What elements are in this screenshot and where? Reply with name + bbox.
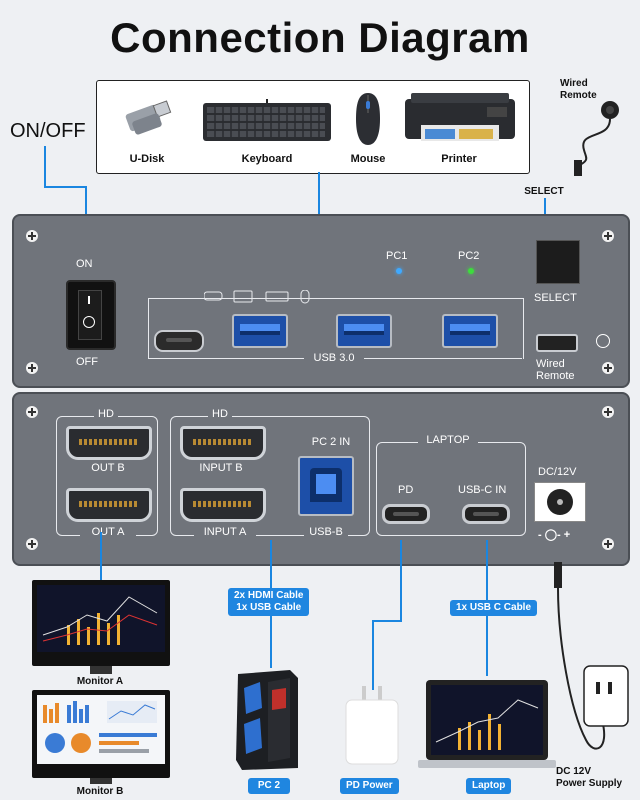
pc2-in-label: PC 2 IN	[302, 436, 360, 448]
screw-icon	[602, 538, 614, 550]
peripherals-box: U-Disk Keyboard	[96, 80, 530, 174]
screw-icon	[602, 362, 614, 374]
monitor-a-label: Monitor A	[76, 676, 124, 687]
pd-port[interactable]	[382, 504, 430, 524]
u-disk-label: U-Disk	[129, 153, 165, 165]
usb-b-port[interactable]	[298, 456, 354, 516]
printer-icon	[401, 89, 519, 149]
monitor-b-label: Monitor B	[76, 786, 124, 797]
hdmi-input-b[interactable]	[180, 426, 266, 460]
usb-port-2[interactable]	[336, 314, 392, 348]
hd-label-out: HD	[94, 408, 118, 420]
screw-icon	[26, 538, 38, 550]
pc2-led	[468, 268, 474, 274]
mouse-icon	[353, 91, 383, 147]
monitor-a-icon	[32, 580, 170, 674]
u-disk-icon	[119, 91, 179, 141]
wired-remote-label: Wired Remote	[536, 358, 575, 382]
keyboard-label: Keyboard	[241, 153, 293, 165]
usb-b-label: USB-B	[304, 526, 348, 538]
pc-tower-icon	[232, 668, 302, 772]
hdmi-out-b[interactable]	[66, 426, 152, 460]
page-title: Connection Diagram	[110, 14, 530, 61]
select-top-label: SELECT	[524, 186, 564, 197]
select-label: SELECT	[534, 292, 577, 304]
dc-label: DC/12V	[538, 466, 577, 478]
screw-icon	[602, 230, 614, 242]
wired-remote-port[interactable]	[536, 334, 578, 352]
usbc-in-label: USB-C IN	[458, 484, 507, 496]
front-panel: ON OFF PC1 PC2 USB 3.0 SELECT Wired Remo…	[12, 214, 630, 388]
wired-remote-top-label: Wired Remote	[560, 78, 597, 101]
screw-icon	[26, 406, 38, 418]
out-b-label: OUT B	[91, 462, 125, 474]
mouse-label: Mouse	[350, 153, 386, 165]
power-off-label: OFF	[76, 356, 98, 368]
power-supply-icon	[550, 560, 630, 770]
remote-jack-icon	[596, 334, 610, 348]
keyboard-icon	[203, 99, 331, 143]
laptop-label: LAPTOP	[418, 434, 478, 446]
usb-label: USB 3.0	[304, 352, 364, 364]
screw-icon	[26, 230, 38, 242]
pd-power-adapter-icon	[344, 686, 400, 766]
power-supply-label: DC 12V Power Supply	[556, 766, 623, 789]
laptop-icon	[418, 678, 556, 772]
printer-label: Printer	[441, 153, 477, 165]
screw-icon	[26, 362, 38, 374]
power-switch[interactable]	[66, 280, 116, 350]
laptop-label-device: Laptop	[466, 778, 512, 794]
hdmi-usb-cable-label: 2x HDMI Cable 1x USB Cable	[228, 588, 310, 616]
pc1-label: PC1	[386, 250, 408, 262]
dc-jack[interactable]	[534, 482, 586, 522]
polarity-label: - ◯- +	[538, 529, 571, 541]
screw-icon	[602, 406, 614, 418]
power-on-label: ON	[76, 258, 93, 270]
back-panel: HD OUT B OUT A HD INPUT B INPUT A PC 2 I…	[12, 392, 630, 566]
usbc-cable-label: 1x USB C Cable	[450, 600, 538, 616]
usbc-in-port[interactable]	[462, 504, 510, 524]
hdmi-input-a[interactable]	[180, 488, 266, 522]
onoff-label: ON/OFF	[10, 120, 86, 142]
pd-label: PD	[398, 484, 414, 496]
pc2-label: PC2	[458, 250, 480, 262]
input-b-label: INPUT B	[199, 462, 243, 474]
out-a-label: OUT A	[80, 526, 136, 538]
wired-remote-icon	[570, 100, 630, 180]
pc2-label: PC 2	[248, 778, 290, 794]
input-a-label: INPUT A	[194, 526, 256, 538]
hdmi-out-a[interactable]	[66, 488, 152, 522]
usb-port-1[interactable]	[232, 314, 288, 348]
pc1-led	[396, 268, 402, 274]
hd-label-in: HD	[208, 408, 232, 420]
monitor-b-icon	[32, 690, 170, 784]
pd-power-label: PD Power	[340, 778, 399, 794]
usb-port-3[interactable]	[442, 314, 498, 348]
select-button[interactable]	[536, 240, 580, 284]
usb-c-front-port[interactable]	[154, 330, 204, 352]
usb-device-icons	[203, 289, 324, 304]
